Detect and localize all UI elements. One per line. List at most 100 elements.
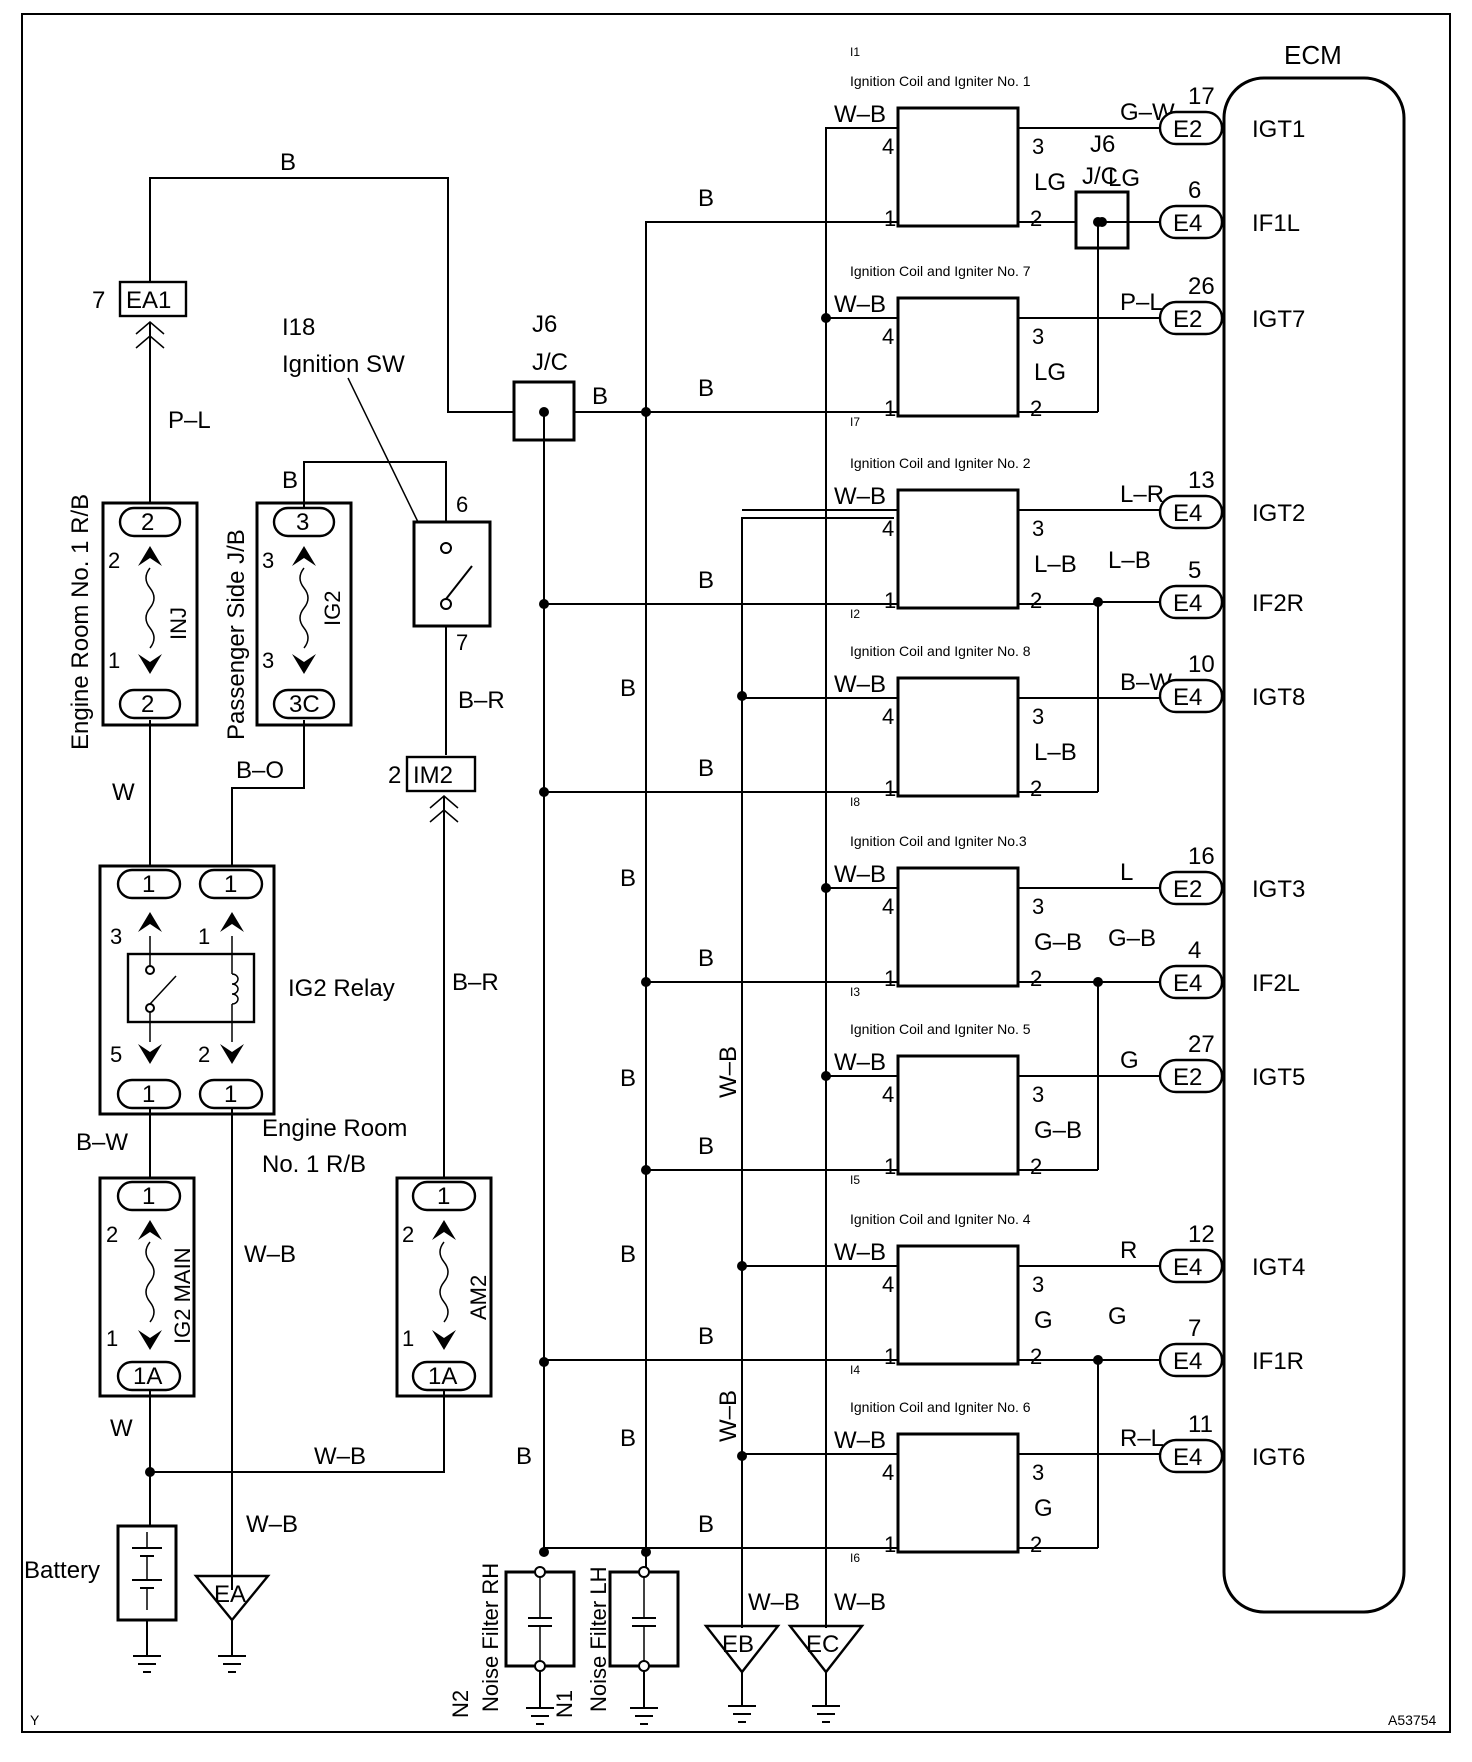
coil-pin-1: 1 xyxy=(884,396,896,421)
ecm-pin-number: 27 xyxy=(1188,1031,1215,1058)
ground-eb-label: EB xyxy=(722,1631,754,1658)
coil-pin-4: 4 xyxy=(882,324,894,349)
junction-j6-code-coil: J6 xyxy=(1090,131,1115,158)
coil-wire-out2: G–B xyxy=(1034,929,1082,956)
coil-box xyxy=(896,1432,1020,1554)
coil-wire-out3: G xyxy=(1120,1047,1139,1074)
coil-wire-out3: L–R xyxy=(1120,481,1164,508)
ig2-relay-label: IG2 Relay xyxy=(288,975,395,1002)
engine-room-rb2-line1: Engine Room xyxy=(262,1115,407,1142)
coil-pin-1: 1 xyxy=(884,1344,896,1369)
coil-pin-3: 3 xyxy=(1032,1460,1044,1485)
ecm-connector xyxy=(1158,300,1224,336)
coil-pin-1: 1 xyxy=(884,776,896,801)
coil-box xyxy=(896,1244,1020,1366)
ig2-pin-bottom: 3 xyxy=(262,648,274,673)
coil-pin-1: 1 xyxy=(884,1532,896,1557)
relay-term-bottom-1: 1 xyxy=(142,1081,155,1108)
ecm-connector-label: E4 xyxy=(1173,970,1202,997)
ecm-connector-label: E2 xyxy=(1173,116,1202,143)
wire-label-b-r-bottom: B–R xyxy=(452,969,499,996)
ecm-connector-label: E4 xyxy=(1173,210,1202,237)
coil-pin-1: 1 xyxy=(884,966,896,991)
ecm-signal-name: IF2R xyxy=(1252,590,1304,617)
coil-wire-w-b: W–B xyxy=(834,1239,886,1266)
am2-fuse-box xyxy=(395,1176,493,1398)
noise-filter-rh-label: Noise Filter RH xyxy=(478,1563,503,1712)
coil-wire-b: B xyxy=(698,1133,714,1160)
coil-pin-3: 3 xyxy=(1032,1082,1044,1107)
ecm-signal-name: IGT8 xyxy=(1252,684,1305,711)
ecm-pin-number: 6 xyxy=(1188,177,1201,204)
engine-room-rb2-line2: No. 1 R/B xyxy=(262,1151,366,1178)
wire-label-b-top: B xyxy=(280,149,296,176)
wire-label-w-top: W xyxy=(112,779,135,806)
coil-pin-4: 4 xyxy=(882,1082,894,1107)
inj-pin-top: 2 xyxy=(108,548,120,573)
coil-wire-w-b: W–B xyxy=(834,101,886,128)
ea1-name: EA1 xyxy=(126,287,171,314)
coil-wire-b: B xyxy=(698,375,714,402)
junction-j6-code: J6 xyxy=(532,311,557,338)
coil-wire-out2: G xyxy=(1034,1495,1053,1522)
junction-j6-name-coil: J/C xyxy=(1082,163,1118,190)
ignition-coil-2: Ignition Coil and Igniter No. 7I7W–B4B13… xyxy=(646,263,1163,429)
coil-wire-out2: L–B xyxy=(1034,739,1077,766)
ignition-coil-5: Ignition Coil and Igniter No.3I3W–B4B13L… xyxy=(646,833,1160,999)
ecm-title: ECM xyxy=(1284,40,1342,70)
coil-pin-1: 1 xyxy=(884,588,896,613)
coil-box xyxy=(896,676,1020,798)
coil-wire-out3: P–L xyxy=(1120,289,1163,316)
coil-pin-2: 2 xyxy=(1030,1532,1042,1557)
coil-code: I1 xyxy=(850,45,860,59)
am2-pin-bottom: 1 xyxy=(402,1326,414,1351)
coil-title: Ignition Coil and Igniter No. 7 xyxy=(850,263,1031,279)
coil-title: Ignition Coil and Igniter No. 5 xyxy=(850,1021,1031,1037)
wire-label-b-bus-1: B xyxy=(620,675,636,702)
coil-wire-w-b: W–B xyxy=(834,861,886,888)
coil-box xyxy=(896,1054,1020,1176)
ig2-bottom-terminal: 3C xyxy=(289,691,320,718)
coil-wire-out3: R xyxy=(1120,1237,1137,1264)
wire-label-w-b-eb-1: W–B xyxy=(715,1046,742,1098)
coil-pin-2: 2 xyxy=(1030,1344,1042,1369)
ig2-top-terminal: 3 xyxy=(296,509,309,536)
ignition-sw-name: Ignition SW xyxy=(282,351,405,378)
ecm-connector xyxy=(1158,1248,1224,1284)
im2-name: IM2 xyxy=(413,762,453,789)
ecm-signal-name: IGT4 xyxy=(1252,1254,1305,1281)
wire-label-b-j6-out: B xyxy=(592,383,608,410)
ig2-main-bottom-terminal: 1A xyxy=(133,1363,162,1390)
wire-label-b-bus-5: B xyxy=(620,1425,636,1452)
coil-wire-b: B xyxy=(698,567,714,594)
coil-pin-3: 3 xyxy=(1032,134,1044,159)
wire-label-p-l: P–L xyxy=(168,407,211,434)
coil-pin-2: 2 xyxy=(1030,588,1042,613)
ecm-connector xyxy=(1158,494,1224,530)
wire-label-w-b-relay: W–B xyxy=(244,1241,296,1268)
coil-wire-out2: LG xyxy=(1034,359,1066,386)
relay-term-top-1: 1 xyxy=(142,871,155,898)
ecm-connector xyxy=(1158,870,1224,906)
coil-ecm-wire-if: LG xyxy=(1108,165,1140,192)
ig2-relay-box xyxy=(98,864,276,1116)
ignition-coil-1: Ignition Coil and Igniter No. 1I1W–B4B13… xyxy=(646,45,1175,231)
coil-pin-4: 4 xyxy=(882,1460,894,1485)
ecm-pin-number: 16 xyxy=(1188,843,1215,870)
coil-title: Ignition Coil and Igniter No. 8 xyxy=(850,643,1031,659)
coil-wire-b: B xyxy=(698,1323,714,1350)
ecm-pin-number: 26 xyxy=(1188,273,1215,300)
ecm-connector-label: E4 xyxy=(1173,590,1202,617)
ecm-pin-number: 17 xyxy=(1188,83,1215,110)
coil-pin-4: 4 xyxy=(882,134,894,159)
coil-wire-b: B xyxy=(698,1511,714,1538)
coil-code: I8 xyxy=(850,795,860,809)
junction-j6-name: J/C xyxy=(532,349,568,376)
coil-code: I3 xyxy=(850,985,860,999)
coil-title: Ignition Coil and Igniter No.3 xyxy=(850,833,1027,849)
relay-pin-3: 3 xyxy=(110,924,122,949)
ground-ea-label: EA xyxy=(214,1581,246,1608)
corner-label-left: Y xyxy=(30,1712,40,1728)
